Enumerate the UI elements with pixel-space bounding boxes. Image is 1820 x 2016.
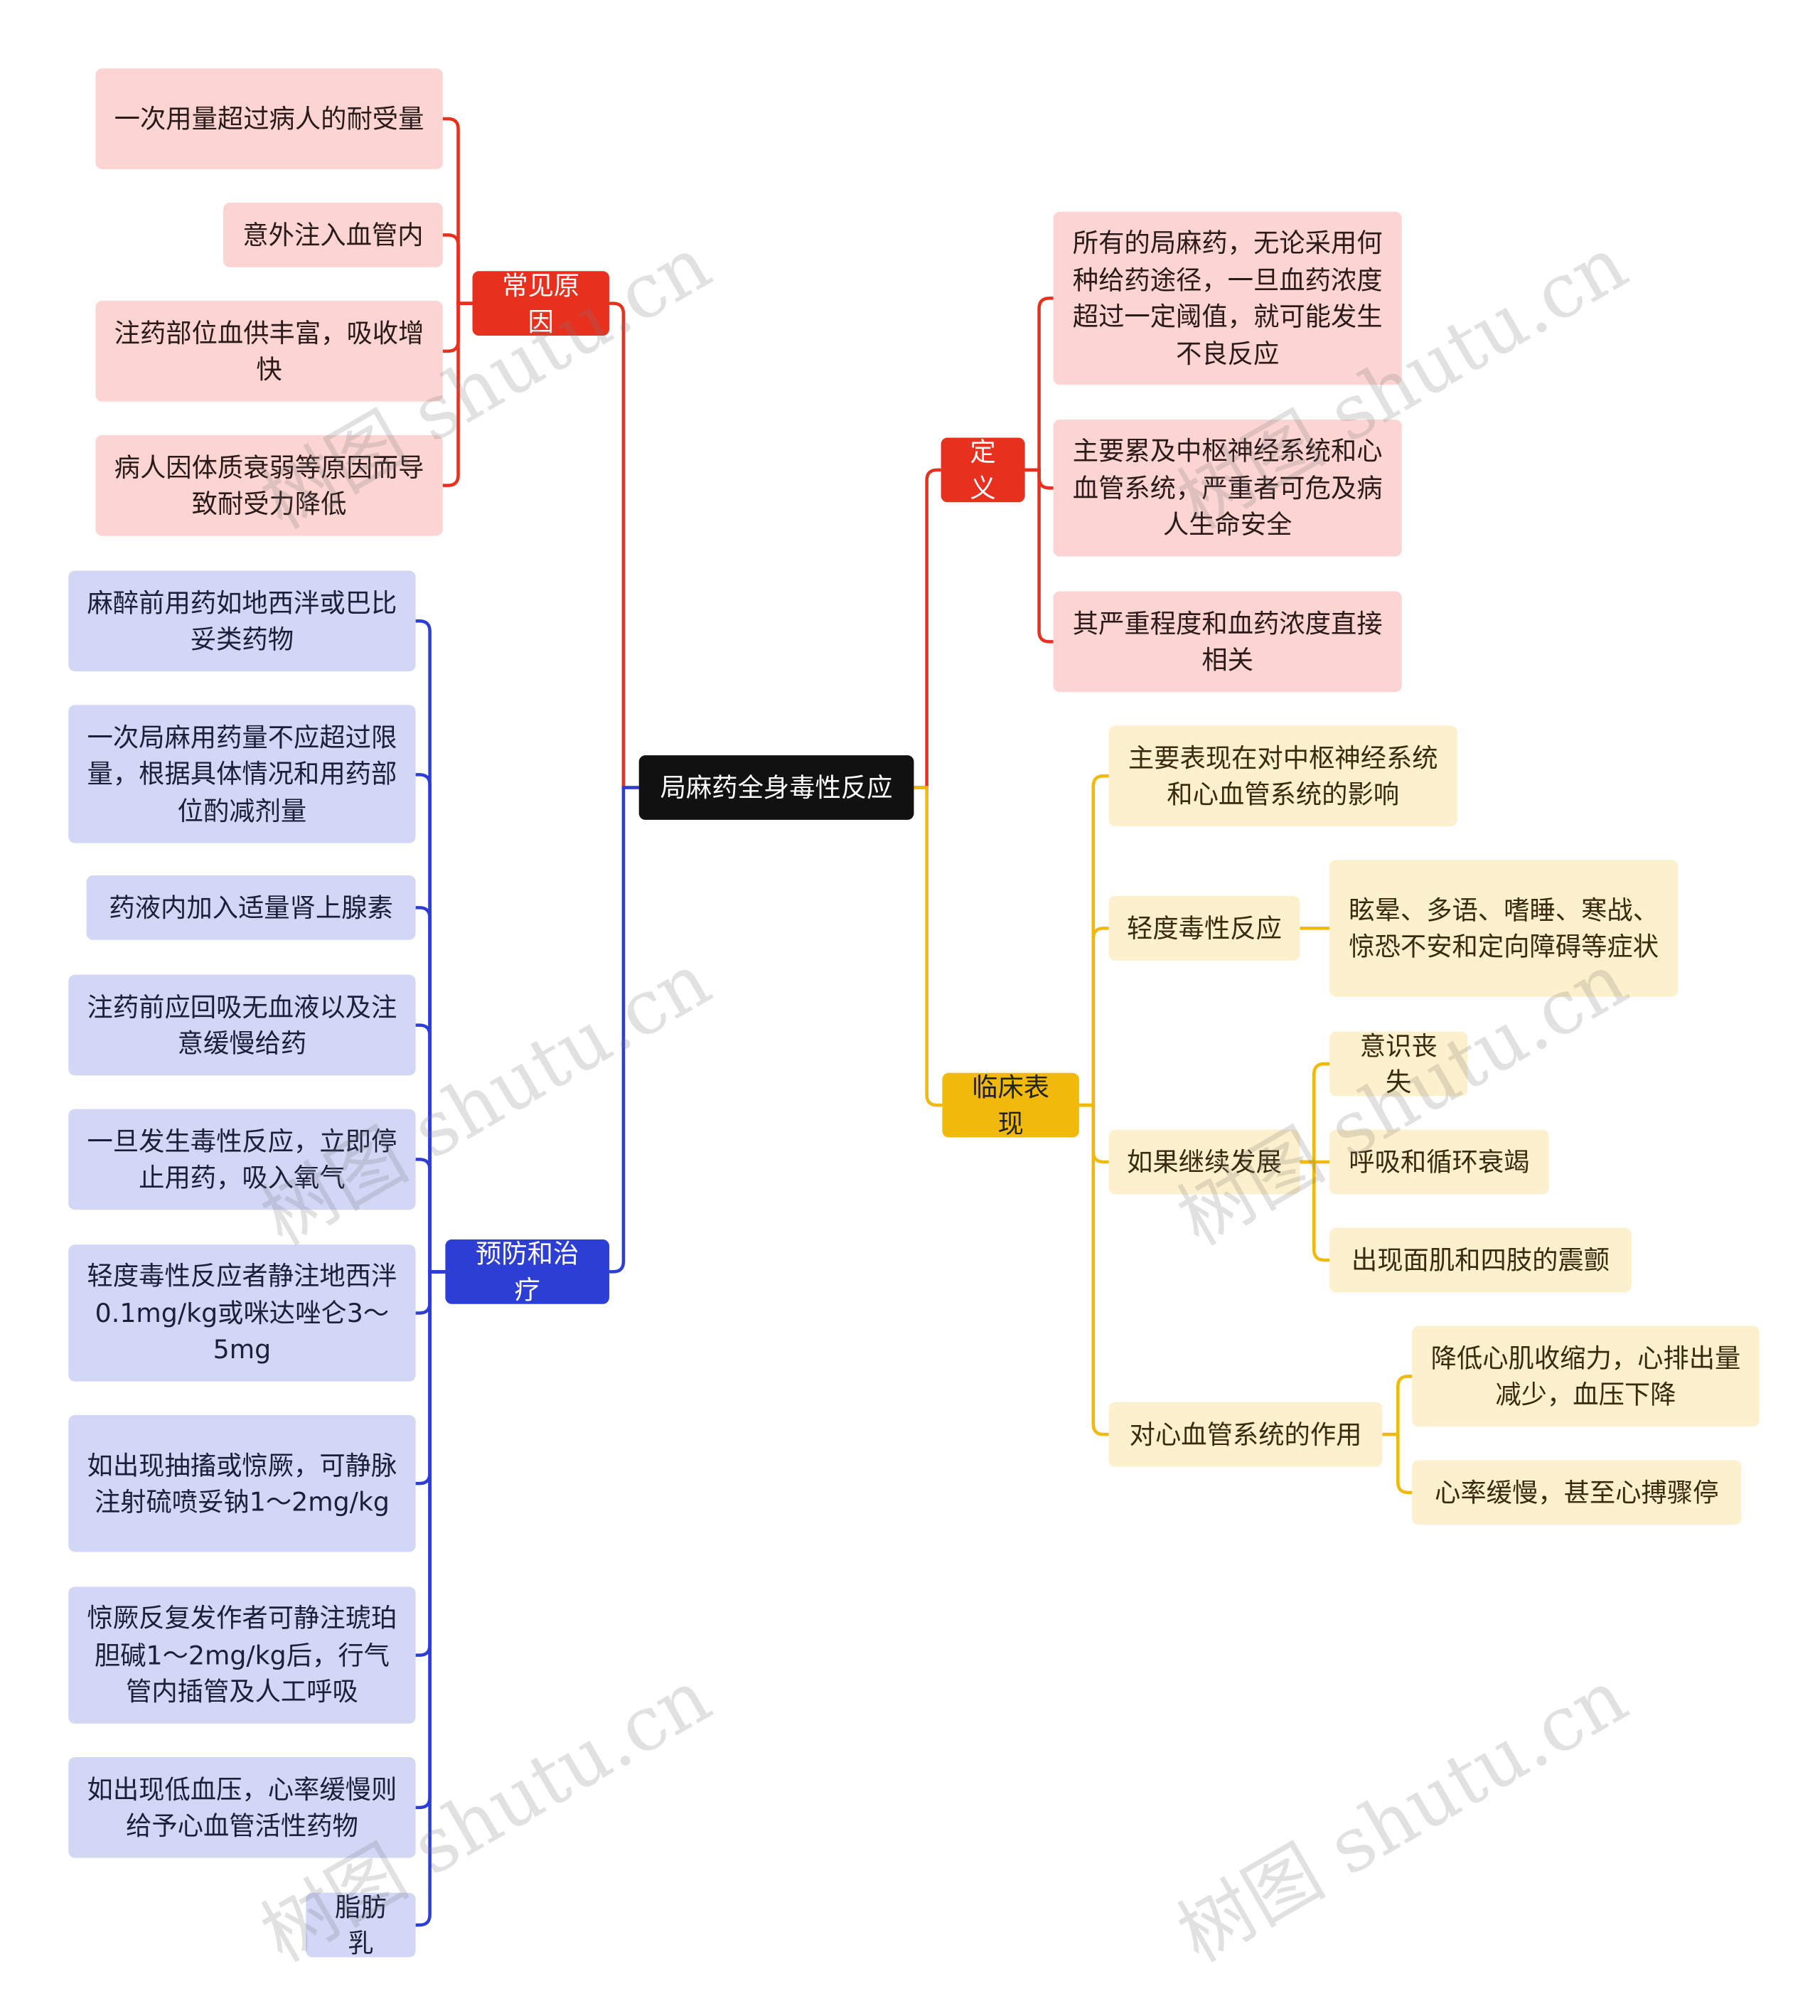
- connector-root-clinical: [914, 786, 943, 1107]
- cause-item[interactable]: 一次用量超过病人的耐受量: [95, 68, 443, 169]
- clinical-progress[interactable]: 如果继续发展: [1108, 1129, 1300, 1195]
- cause-item[interactable]: 注药部位血供丰富，吸收增快: [95, 301, 443, 402]
- connector-clinical: [1078, 927, 1109, 1107]
- prevention-item[interactable]: 注药前应回吸无血液以及注意缓慢给药: [68, 974, 416, 1076]
- clinical-main[interactable]: 主要表现在对中枢神经系统和心血管系统的影响: [1108, 725, 1457, 826]
- branch-clinical[interactable]: 临床表现: [942, 1071, 1079, 1138]
- prevention-item[interactable]: 如出现低血压，心率缓慢则给予心血管活性药物: [68, 1757, 416, 1858]
- connector-causes: [442, 117, 473, 305]
- connector-prevention: [415, 773, 446, 1274]
- cause-item[interactable]: 病人因体质衰弱等原因而导致耐受力降低: [95, 434, 443, 536]
- clinical-mild[interactable]: 轻度毒性反应: [1108, 896, 1300, 961]
- prevention-item[interactable]: 一旦发生毒性反应，立即停止用药，吸入氧气: [68, 1109, 416, 1210]
- connector-progress: [1300, 1062, 1330, 1164]
- prevention-item[interactable]: 惊厥反复发作者可静注琥珀胆碱1～2mg/kg后，行气管内插管及人工呼吸: [68, 1586, 416, 1724]
- connector-prevention: [415, 1158, 446, 1274]
- connector-prevention: [415, 906, 446, 1274]
- connector-clinical: [1078, 774, 1109, 1107]
- connector-progress: [1300, 1160, 1330, 1262]
- cardio-item[interactable]: 降低心肌收缩力，心排出量减少，血压下降: [1412, 1326, 1760, 1427]
- connector-prevention: [415, 1023, 446, 1274]
- clinical-mild-detail[interactable]: 眩晕、多语、嗜睡、寒战、惊恐不安和定向障碍等症状: [1329, 860, 1679, 997]
- connector-cardio: [1382, 1432, 1413, 1495]
- prevention-item[interactable]: 轻度毒性反应者静注地西泮0.1mg/kg或咪达唑仑3～5mg: [68, 1244, 416, 1382]
- prevention-item[interactable]: 麻醉前用药如地西泮或巴比妥类药物: [68, 570, 416, 672]
- connector-prevention: [415, 1270, 446, 1927]
- connector-definition: [1024, 468, 1054, 644]
- prevention-item[interactable]: 药液内加入适量肾上腺素: [86, 875, 416, 940]
- progress-item[interactable]: 呼吸和循环衰竭: [1329, 1129, 1549, 1195]
- connector-causes: [442, 302, 473, 487]
- progress-item[interactable]: 出现面肌和四肢的震颤: [1329, 1227, 1632, 1293]
- branch-causes[interactable]: 常见原因: [472, 270, 609, 337]
- connector-causes: [442, 233, 473, 305]
- clinical-cardio[interactable]: 对心血管系统的作用: [1108, 1402, 1383, 1467]
- prevention-item[interactable]: 如出现抽搐或惊厥，可静脉注射硫喷妥钠1～2mg/kg: [68, 1414, 416, 1552]
- progress-item[interactable]: 意识丧失: [1329, 1030, 1468, 1097]
- connector-root-prevention: [609, 786, 639, 1274]
- branch-prevention[interactable]: 预防和治疗: [445, 1237, 609, 1306]
- prevention-item[interactable]: 一次局麻用药量不应超过限量，根据具体情况和用药部位酌减剂量: [68, 705, 416, 843]
- definition-item[interactable]: 主要累及中枢神经系统和心血管系统，严重者可危及病人生命安全: [1053, 420, 1402, 557]
- connector-root-definition: [914, 468, 941, 789]
- branch-definition[interactable]: 定义: [941, 436, 1025, 503]
- cardio-item[interactable]: 心率缓慢，甚至心搏骤停: [1412, 1460, 1742, 1525]
- connector-root-causes: [609, 302, 639, 789]
- root-node[interactable]: 局麻药全身毒性反应: [638, 755, 914, 820]
- definition-item[interactable]: 其严重程度和血药浓度直接相关: [1053, 591, 1402, 693]
- connector-cardio: [1382, 1375, 1413, 1436]
- cause-item[interactable]: 意外注入血管内: [223, 203, 443, 267]
- connector-definition: [1024, 297, 1054, 472]
- connector-clinical: [1078, 1103, 1109, 1436]
- connector-prevention: [415, 619, 446, 1274]
- definition-item[interactable]: 所有的局麻药，无论采用何种给药途径，一旦血药浓度超过一定阈值，就可能发生不良反应: [1053, 211, 1402, 385]
- prevention-item[interactable]: 脂肪乳: [306, 1891, 416, 1958]
